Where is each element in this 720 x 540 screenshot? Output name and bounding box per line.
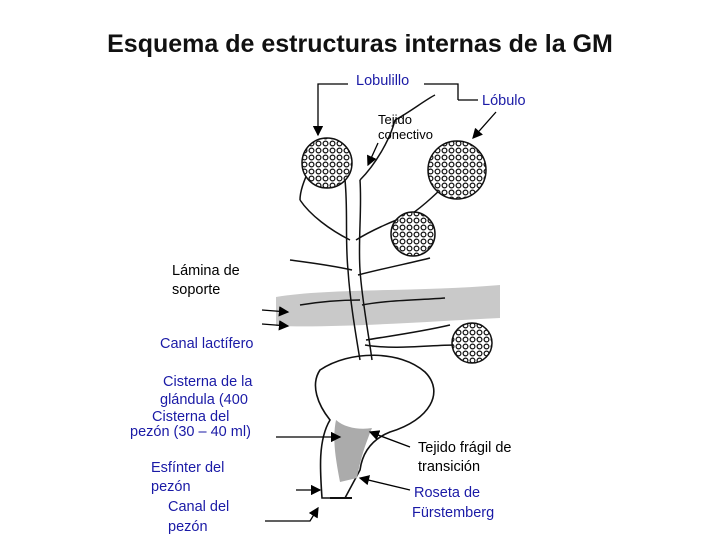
label-lamina-1: Lámina de <box>172 263 240 280</box>
label-cisterna-glandula-2: glándula (400 <box>160 392 248 409</box>
lobulillo-leader <box>318 84 348 135</box>
label-tejido-conectivo-2: conectivo <box>378 127 433 142</box>
tejido-conectivo-arrow <box>368 143 378 165</box>
label-roseta-2: Fürstemberg <box>412 505 494 522</box>
lobule <box>391 212 435 256</box>
label-lobulillo: Lobulillo <box>356 73 409 90</box>
lobulo-arrow <box>473 112 496 138</box>
support-lamina-band <box>276 285 500 326</box>
label-canal-pezon-2: pezón <box>168 519 208 536</box>
label-esfinter-1: Esfínter del <box>151 460 224 477</box>
lobules <box>302 138 492 363</box>
label-cisterna-glandula-1: Cisterna de la <box>163 374 252 391</box>
label-canal-pezon-1: Canal del <box>168 499 229 516</box>
label-tejido-conectivo-1: Tejido <box>378 112 412 127</box>
label-lobulo: Lóbulo <box>482 93 526 110</box>
lobule <box>452 323 492 363</box>
canal-pezon-leader <box>265 508 318 521</box>
label-tejido-fragil-2: transición <box>418 459 480 476</box>
lobule <box>302 138 352 188</box>
label-lamina-2: soporte <box>172 282 220 299</box>
roseta-arrow <box>360 478 410 490</box>
lobule <box>428 141 486 199</box>
gland-cistern <box>315 355 433 498</box>
label-canal-lactifero: Canal lactífero <box>160 336 254 353</box>
label-tejido-fragil-1: Tejido frágil de <box>418 440 512 457</box>
label-esfinter-2: pezón <box>151 479 191 496</box>
label-cisterna-pezon-2: pezón (30 – 40 ml) <box>130 424 251 441</box>
label-roseta-1: Roseta de <box>414 485 480 502</box>
